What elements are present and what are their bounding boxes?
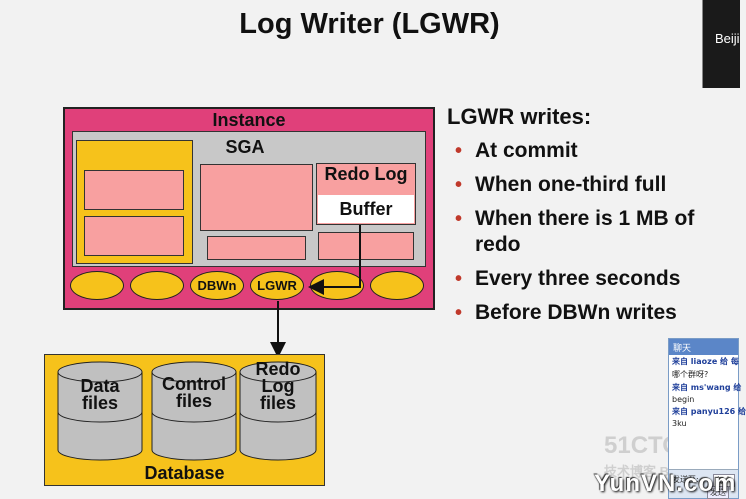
redo-log-buffer-label-bg (318, 195, 414, 223)
watermark-51cto-sub: 技术博客 Blog (604, 464, 689, 479)
data-files-label: Data files (58, 376, 142, 413)
arrow-buffer-to-lgwr (308, 225, 361, 295)
library-cache-box (84, 170, 184, 210)
bullet-item: • When one-third full (455, 172, 745, 198)
chat-message: 3ku (672, 419, 687, 428)
bullet-dot-icon: • (455, 174, 463, 196)
bullet-text: When one-third full (475, 173, 667, 196)
redo-log-buffer-label-line1: Redo Log (324, 164, 408, 184)
control-files-label: Control files (150, 374, 238, 411)
chat-footer: 发送至: 每人 发送 (669, 469, 738, 499)
bullet-text: Before DBWn writes (475, 301, 677, 324)
chat-sender: 来自 liaoze 给 每 (672, 357, 739, 366)
control-files-label-line2: files (175, 391, 213, 411)
process-oval-lgwr: LGWR (250, 271, 304, 300)
redo-log-files-cylinder (239, 361, 317, 461)
bullet-item: • At commit (455, 138, 745, 164)
slide-title: Log Writer (LGWR) (239, 8, 500, 40)
dictionary-cache-box (84, 216, 184, 256)
control-files-cylinder (151, 361, 237, 461)
corner-panel-text: Beiji (715, 31, 740, 46)
bullet-item: • Every three seconds (455, 266, 745, 292)
buffer-cache-small-box (207, 236, 306, 260)
redo-log-files-label-line2: Log (261, 376, 295, 396)
data-files-label-line2: files (81, 393, 119, 413)
chat-sender: 来自 ms'wang 给 (672, 383, 742, 392)
redo-log-buffer-label-line2: Buffer (339, 199, 393, 219)
watermark-yunvn: YunVN.com (594, 470, 737, 497)
data-files-cylinder (57, 361, 143, 461)
process-oval-1 (70, 271, 124, 300)
chat-header: 聊天 (669, 339, 738, 355)
chat-message: begin (672, 395, 695, 404)
chat-send-to-label: 发送至: (672, 475, 699, 484)
instance-label: Instance (212, 110, 286, 130)
sga-label: SGA (225, 137, 265, 157)
redo-log-files-label-line3: files (259, 393, 297, 413)
bullet-dot-icon: • (455, 140, 463, 162)
bullet-dot-icon: • (455, 208, 463, 230)
control-files-label-line1: Control (162, 374, 226, 394)
process-oval-2 (130, 271, 184, 300)
bullet-text: When there is 1 MB of redo (475, 207, 695, 256)
data-files-label-line1: Data (80, 376, 120, 396)
buffer-cache-box (200, 164, 313, 231)
bullet-item: • Before DBWn writes (455, 300, 745, 326)
database-label: Database (144, 463, 225, 483)
bullet-text: Every three seconds (475, 267, 681, 290)
chat-message: 哪个群呀? (672, 370, 709, 379)
bullet-text: At commit (475, 139, 578, 162)
redo-log-buffer-small-box (318, 232, 414, 260)
redo-log-files-label: Redo Log files (240, 359, 316, 413)
bullet-item: • When there is 1 MB of redo (455, 206, 745, 258)
redo-log-files-label-line1: Redo (255, 359, 301, 379)
process-oval-dbwn: DBWn (190, 271, 244, 300)
chat-panel[interactable]: 聊天 来自 liaoze 给 每 哪个群呀? 来自 ms'wang 给 begi… (668, 338, 746, 499)
process-oval-6 (370, 271, 424, 300)
chat-title: 聊天 (673, 344, 692, 354)
bullet-list: • At commit • When one-third full • When th… (455, 138, 745, 334)
bullets-title: LGWR writes: (447, 104, 592, 129)
video-thumbnail-panel: Beiji (702, 0, 740, 88)
bullet-dot-icon: • (455, 268, 463, 290)
bullet-dot-icon: • (455, 302, 463, 324)
chat-sender: 来自 panyu126 给 (672, 407, 746, 416)
